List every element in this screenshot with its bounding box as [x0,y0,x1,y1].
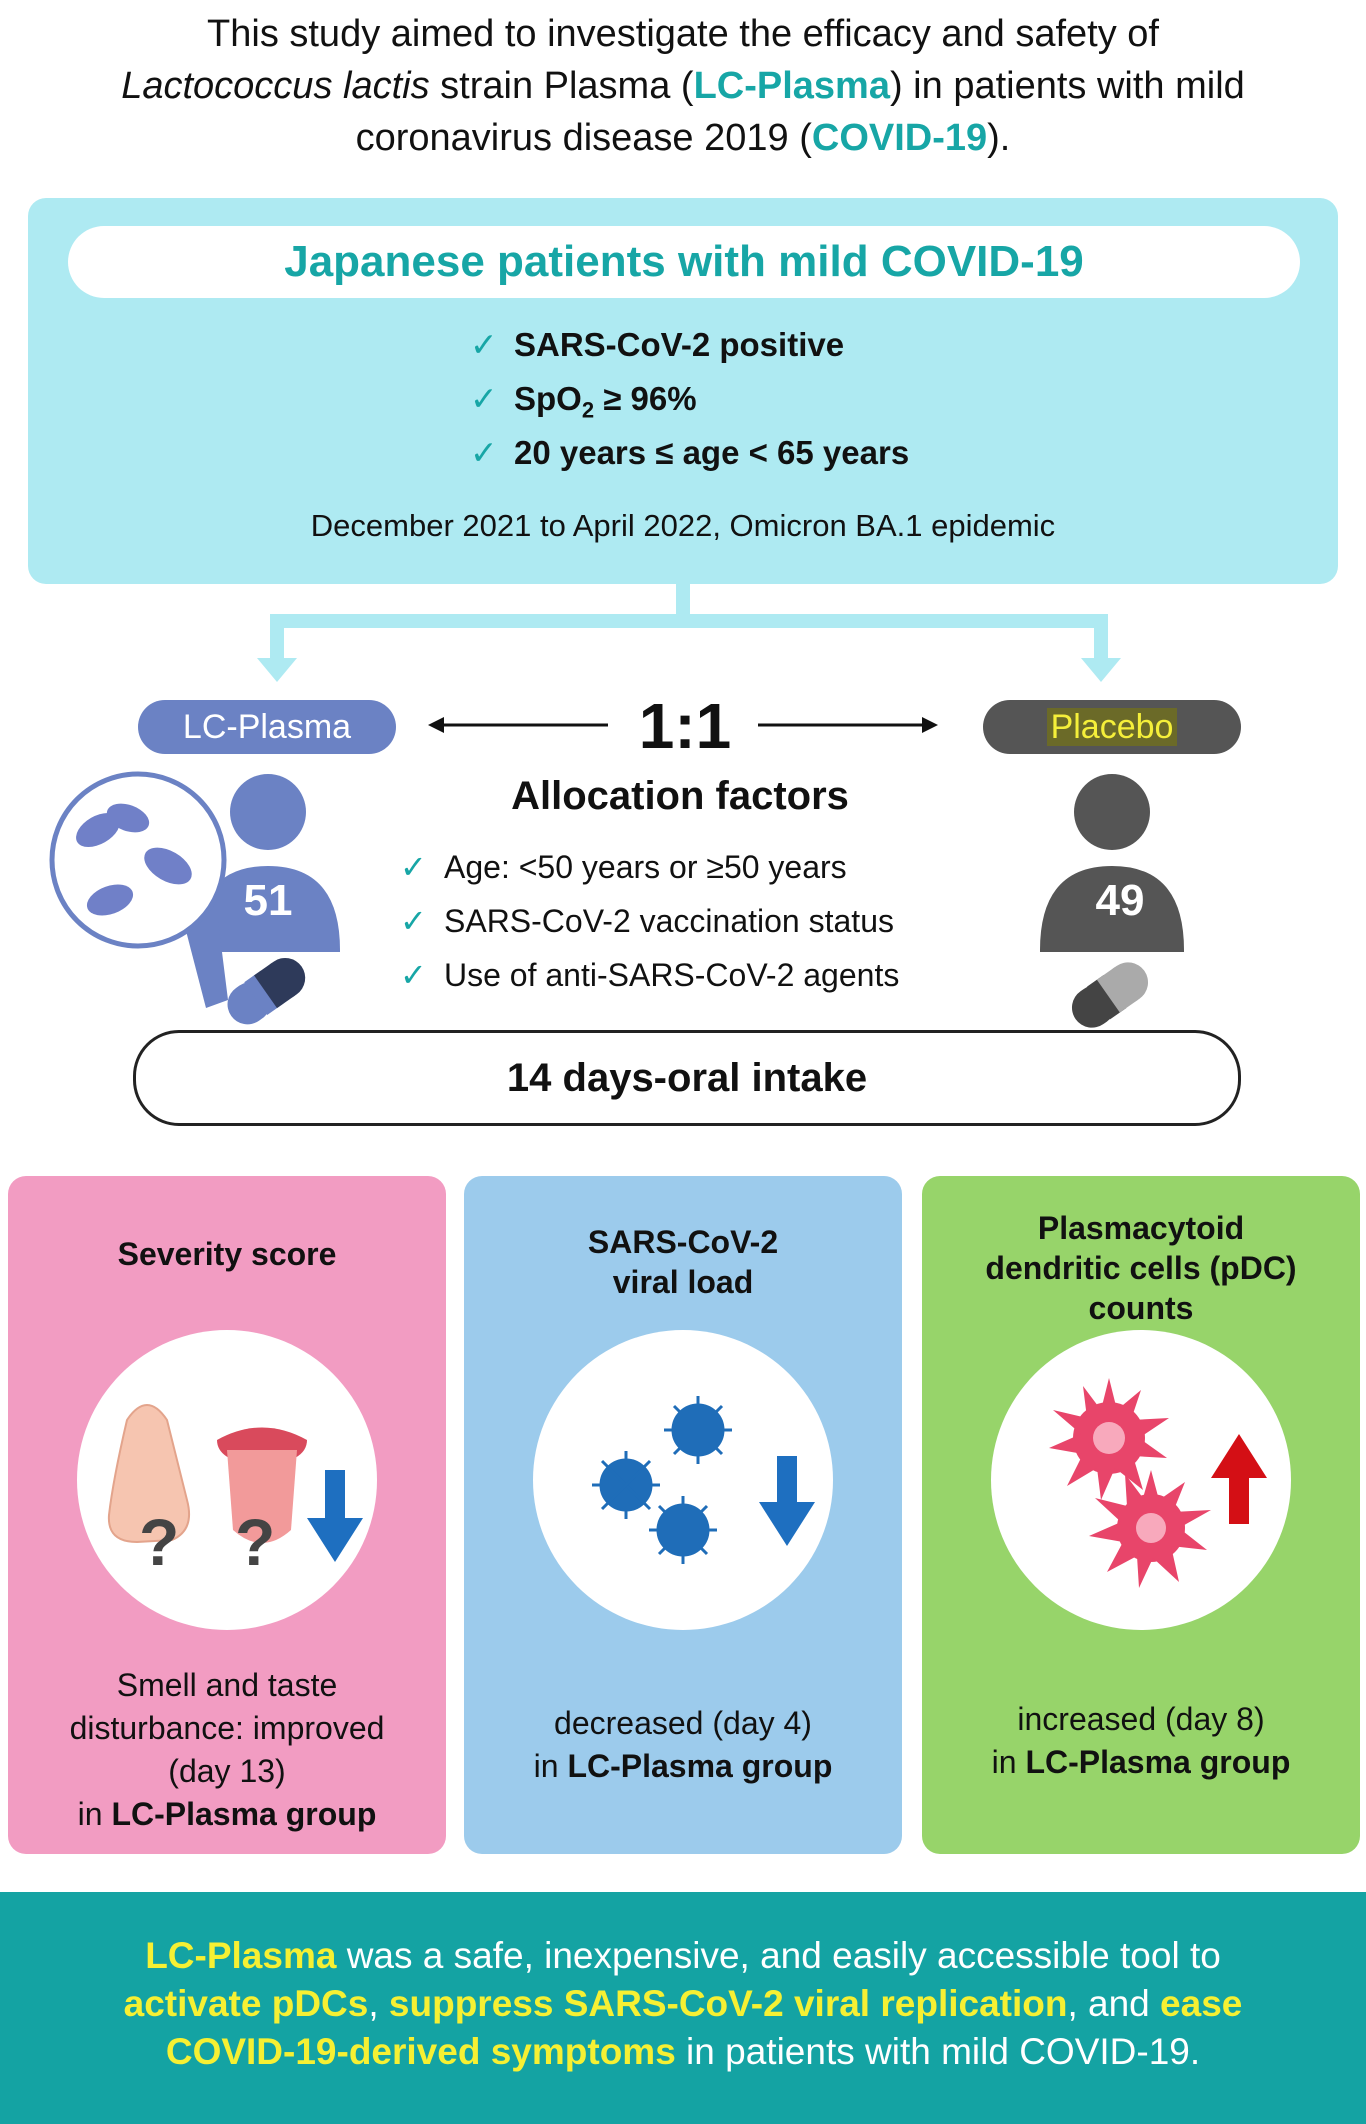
intro-part: ). [987,117,1011,159]
dendritic-cell-icon [1049,1378,1267,1588]
placebo-label-text: Placebo [1046,708,1178,746]
study-period: December 2021 to April 2022, Omicron BA.… [310,508,1056,543]
conclusion-banner [0,1892,1366,2124]
check-icon: ✓ [470,326,498,363]
severity-result: Smell and taste disturbance: improved (d… [17,1664,437,1836]
conclusion-part: , and [1067,1983,1161,2024]
right-arrow-icon [758,717,938,733]
allocation-factor-agents: ✓ Use of anti-SARS-CoV-2 agents [400,950,1000,1000]
factor-text: Use of anti-SARS-CoV-2 agents [444,957,900,993]
check-icon: ✓ [400,849,427,885]
criterion-text: SpO [514,380,582,417]
check-icon: ✓ [470,380,498,417]
down-arrow-icon [759,1456,815,1546]
viral-load-title: SARS-CoV-2 viral load [483,1222,883,1302]
viral-group-line: in LC-Plasma group [473,1745,893,1788]
title-line: viral load [612,1264,754,1300]
criterion-text: 20 years ≤ age < 65 years [514,434,910,471]
intro-part: coronavirus disease 2019 ( [355,117,812,159]
capsule-icon [227,957,306,1025]
intro-species: Lactococcus lactis [121,65,430,107]
conclusion-highlight: activate pDCs [123,1983,369,2024]
criterion-text: SARS-CoV-2 positive [514,326,845,363]
pdc-title: Plasmacytoid dendritic cells (pDC) count… [941,1208,1341,1328]
criterion-text: ≥ 96% [594,380,697,417]
conclusion-text: LC-Plasma was a safe, inexpensive, and e… [30,1932,1336,2076]
conclusion-part: , [368,1983,389,2024]
placebo-count: 49 [1095,876,1145,925]
title-line: Plasmacytoid [1037,1210,1245,1246]
allocation-factor-vaccination: ✓ SARS-CoV-2 vaccination status [400,896,1000,946]
person-head-icon [230,774,306,850]
capsule-icon [1071,962,1149,1028]
intro-line-2: Lactococcus lactis strain Plasma (LC-Pla… [20,60,1346,112]
intro-part: ) in patients with mild [889,65,1245,107]
intro-lc-plasma: LC-Plasma [693,65,890,107]
allocation-ratio: 1:1 [638,690,732,762]
group-text: LC-Plasma group [567,1748,833,1784]
factor-text: SARS-CoV-2 vaccination status [444,903,894,939]
pdc-group-line: in LC-Plasma group [931,1741,1351,1784]
lc-plasma-person-illustration [49,771,340,1025]
placebo-person-illustration [1040,774,1184,1028]
severity-group-line: in LC-Plasma group [17,1793,437,1836]
allocation-factor-age: ✓ Age: <50 years or ≥50 years [400,842,1000,892]
person-head-icon [1074,774,1150,850]
criterion-positive: ✓ SARS-CoV-2 positive [470,320,1030,370]
allocation-title: Allocation factors [511,774,849,818]
pdc-line: increased (day 8) [1017,1701,1265,1737]
up-arrow-icon [1211,1434,1267,1524]
intro-line-3: coronavirus disease 2019 (COVID-19). [20,112,1346,164]
conclusion-highlight: ease [1160,1983,1243,2024]
down-arrow-icon [307,1470,363,1562]
conclusion-part: in patients with mild COVID-19. [675,2031,1201,2072]
placebo-group-label: Placebo [983,700,1241,754]
check-icon: ✓ [470,434,498,471]
nose-tongue-icon: ? ? [107,1404,363,1579]
conclusion-line-1: LC-Plasma was a safe, inexpensive, and e… [30,1932,1336,1980]
intake-banner: 14 days-oral intake [133,1030,1241,1126]
severity-line: disturbance: improved [69,1710,385,1746]
intro-covid: COVID-19 [811,117,988,159]
group-text: LC-Plasma group [1025,1744,1291,1780]
factor-text: Age: <50 years or ≥50 years [444,849,847,885]
lc-plasma-count: 51 [243,876,293,925]
conclusion-highlight: suppress SARS-CoV-2 viral replication [388,1983,1068,2024]
in-text: in [991,1744,1026,1780]
question-mark-nose: ? [139,1505,179,1579]
group-text: LC-Plasma group [111,1796,377,1832]
lc-plasma-group-label: LC-Plasma [138,700,396,754]
viral-line: decreased (day 4) [554,1705,812,1741]
criterion-subscript: 2 [581,397,595,423]
conclusion-highlight: COVID-19-derived symptoms [165,2031,676,2072]
severity-line: (day 13) [168,1753,286,1789]
virus-icon [592,1396,815,1564]
conclusion-line-3: COVID-19-derived symptoms in patients wi… [30,2028,1336,2076]
severity-title: Severity score [117,1236,337,1272]
title-line: dendritic cells (pDC) [985,1250,1297,1286]
criterion-age: ✓ 20 years ≤ age < 65 years [470,428,1030,478]
conclusion-part: was a safe, inexpensive, and easily acce… [336,1935,1221,1976]
severity-line: Smell and taste [116,1667,338,1703]
check-icon: ✓ [400,957,427,993]
criterion-spo2: ✓ SpO2 ≥ 96% [470,374,1030,424]
intro-part: strain Plasma ( [429,65,694,107]
conclusion-highlight: LC-Plasma [145,1935,337,1976]
viral-load-result: decreased (day 4) in LC-Plasma group [473,1702,893,1788]
question-mark-tongue: ? [235,1505,275,1579]
check-icon: ✓ [400,903,427,939]
left-arrow-icon [428,717,608,733]
in-text: in [77,1796,112,1832]
title-line: counts [1088,1290,1194,1326]
intro-line-1: This study aimed to investigate the effi… [207,13,1159,55]
person-body-icon [196,866,340,952]
conclusion-line-2: activate pDCs, suppress SARS-CoV-2 viral… [30,1980,1336,2028]
title-line: SARS-CoV-2 [587,1224,779,1260]
person-body-icon [1040,866,1184,952]
in-text: in [533,1748,568,1784]
split-arrows-icon [257,580,1121,682]
population-title: Japanese patients with mild COVID-19 [68,226,1300,298]
intro-text: This study aimed to investigate the effi… [20,8,1346,164]
pdc-result: increased (day 8) in LC-Plasma group [931,1698,1351,1784]
